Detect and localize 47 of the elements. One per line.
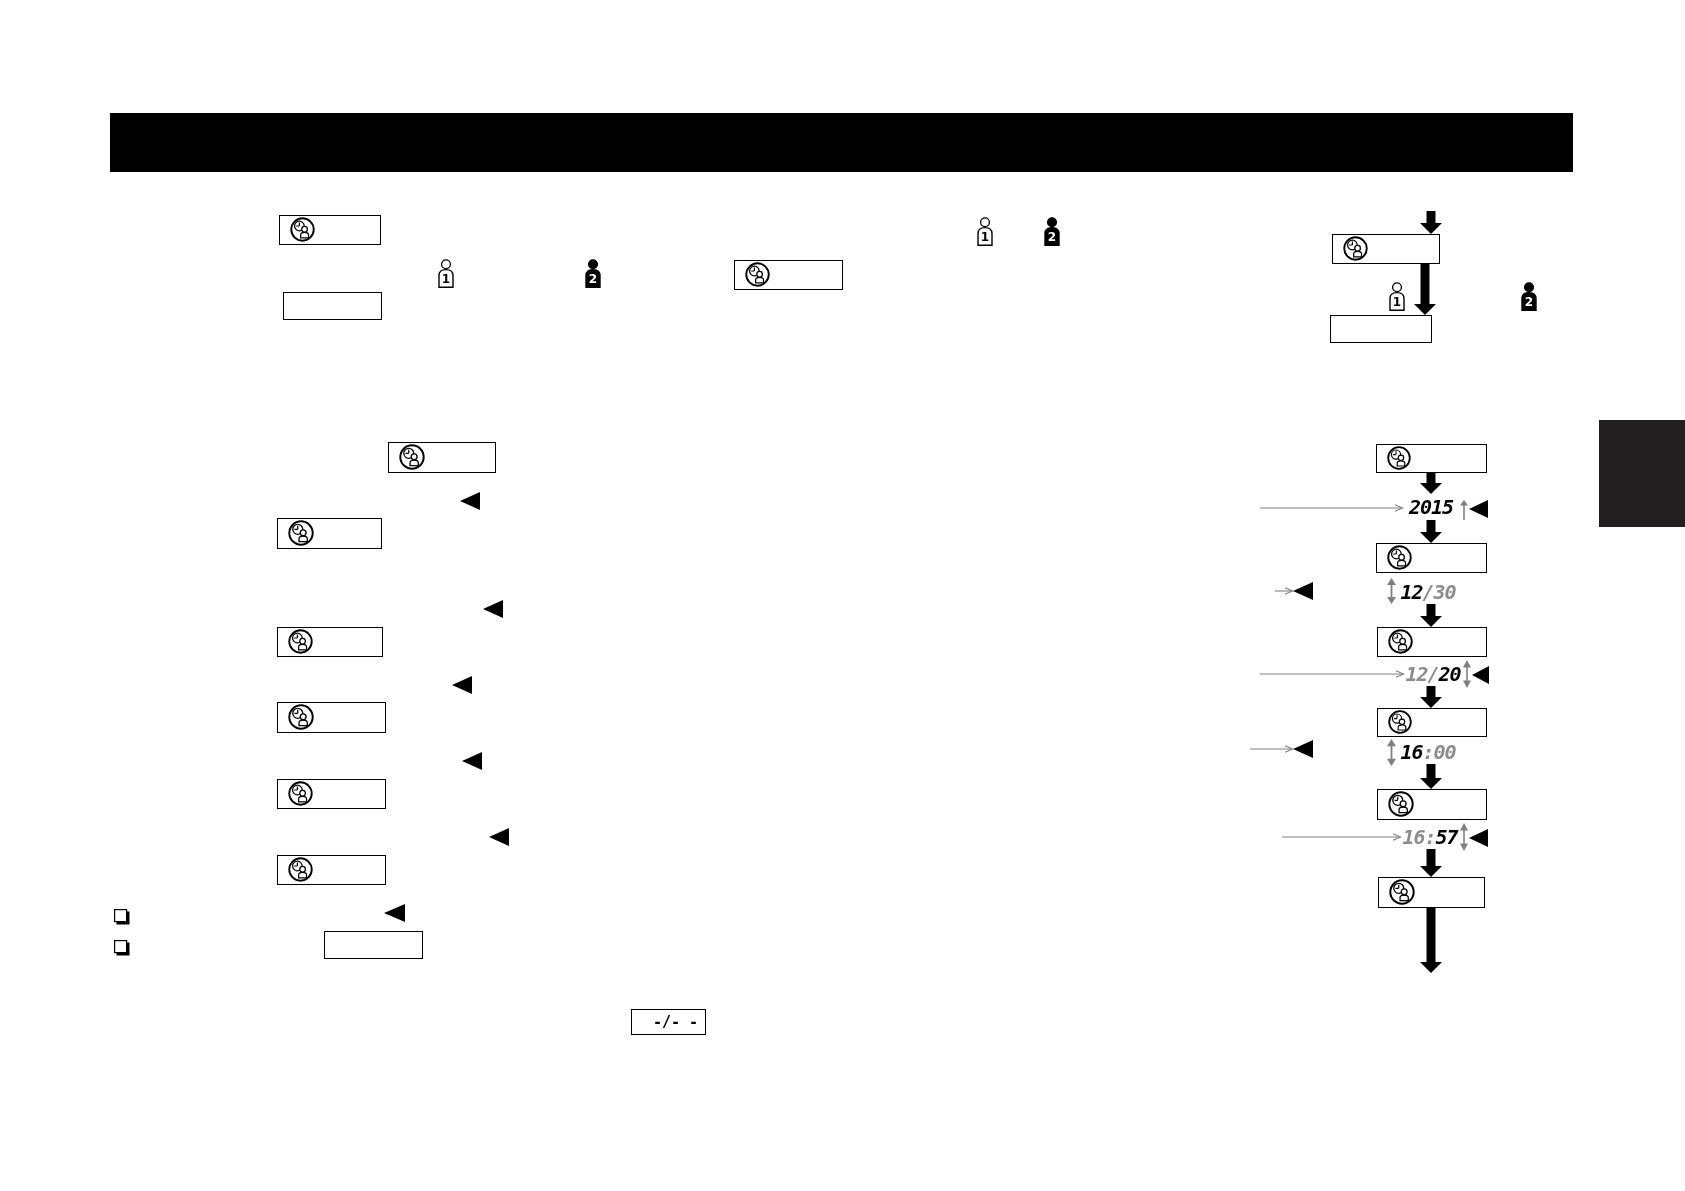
display-frame	[277, 518, 382, 549]
display-frame	[324, 931, 423, 959]
user-number: 1	[441, 272, 451, 286]
leader-arrow	[1249, 745, 1294, 753]
display-frame	[388, 442, 496, 473]
lcd-digits: 16:57	[1401, 825, 1459, 849]
leader-arrow	[1274, 587, 1294, 595]
leader-arrow	[1259, 670, 1405, 678]
left-triangle-icon	[1293, 582, 1313, 600]
display-frame	[1377, 627, 1487, 657]
display-frame	[1377, 789, 1487, 820]
display-frame	[283, 292, 382, 320]
user-number: 2	[1047, 230, 1057, 244]
arrow	[1420, 211, 1442, 234]
lcd-digits: 12/30	[1399, 580, 1457, 604]
arrow	[1420, 473, 1442, 494]
display-frame	[277, 855, 386, 885]
display-frame	[279, 215, 381, 245]
user-number: 2	[1524, 295, 1534, 309]
display-frame	[1332, 234, 1440, 264]
arrow	[1414, 264, 1436, 315]
arrow	[1420, 520, 1442, 543]
leader-arrow	[1281, 833, 1402, 841]
side-tab	[1599, 420, 1685, 527]
left-triangle-icon	[1293, 740, 1313, 758]
display-frame	[734, 260, 843, 290]
display-frame	[1330, 315, 1432, 343]
display-frame	[1378, 877, 1485, 908]
user-number: 1	[1392, 295, 1402, 309]
arrow	[1420, 849, 1442, 877]
arrow	[1420, 686, 1442, 708]
lcd-digits: 16:00	[1399, 740, 1457, 764]
user-number: 1	[980, 230, 990, 244]
arrow	[1420, 764, 1442, 789]
lcd-digits: 12/20	[1404, 662, 1462, 686]
leader-arrow	[1259, 504, 1404, 512]
display-frame	[277, 779, 386, 809]
display-frame	[277, 702, 386, 733]
display-frame	[1376, 543, 1487, 573]
display-frame	[1377, 708, 1487, 737]
arrow	[1420, 604, 1442, 627]
user-number: 2	[588, 272, 598, 286]
lcd-display: -/- -	[631, 1009, 706, 1035]
arrow	[1420, 908, 1442, 973]
display-frame	[1376, 444, 1487, 473]
lcd-digits: 2015	[1403, 494, 1459, 520]
display-frame	[277, 627, 383, 657]
